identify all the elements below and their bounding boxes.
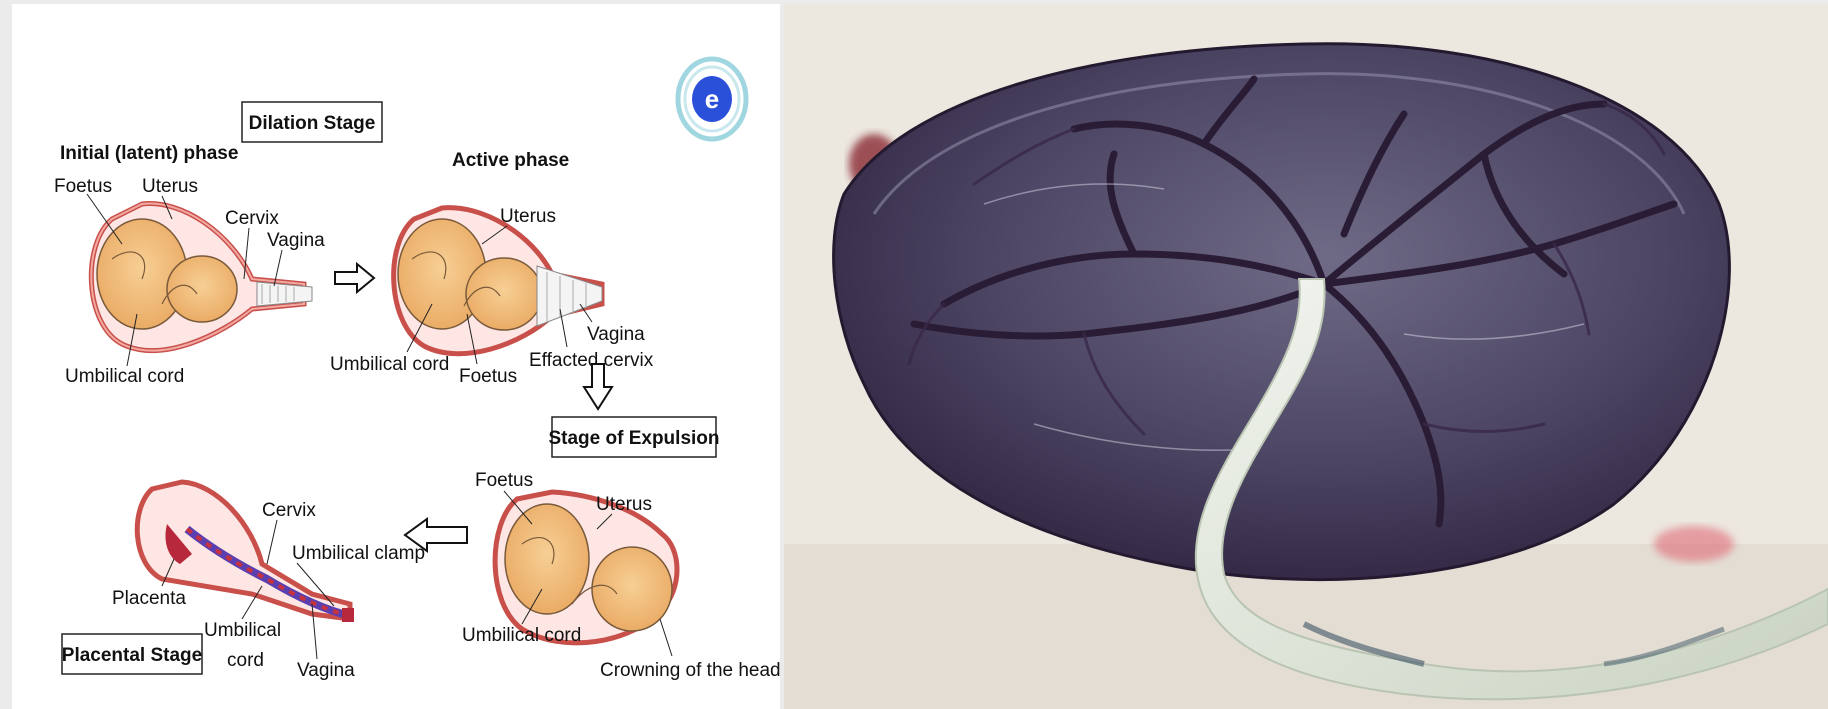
diagram-canvas: e Dilation Stage Initial (latent) phase …	[12, 4, 780, 709]
placental-stage-label: Placental Stage	[62, 645, 202, 666]
p4-cord-label: cord	[227, 650, 264, 671]
initial-phase-illustration	[91, 204, 312, 351]
p2-uterus-label: Uterus	[500, 206, 556, 227]
p3-uterus-label: Uterus	[596, 494, 652, 515]
placenta-photo	[784, 4, 1828, 709]
arrow-right-icon	[335, 264, 374, 292]
p3-crowning-label: Crowning of the head	[600, 660, 780, 681]
p1-cervix-label: Cervix	[225, 208, 279, 229]
p2-foetus-label: Foetus	[459, 366, 517, 387]
p4-vagina-label: Vagina	[297, 660, 355, 681]
p1-foetus-label: Foetus	[54, 176, 112, 197]
dilation-stage-label: Dilation Stage	[249, 113, 376, 134]
p2-umbilical-cord-label: Umbilical cord	[330, 354, 449, 375]
blood-stain	[1654, 526, 1734, 562]
initial-phase-label: Initial (latent) phase	[60, 143, 238, 164]
p4-umbilical-label: Umbilical	[204, 620, 281, 641]
p3-umbilical-cord-label: Umbilical cord	[462, 625, 581, 646]
p1-uterus-label: Uterus	[142, 176, 198, 197]
p1-vagina-label: Vagina	[267, 230, 325, 251]
p1-umbilical-cord-label: Umbilical cord	[65, 366, 184, 387]
labour-stages-diagram: e Dilation Stage Initial (latent) phase …	[12, 4, 780, 709]
logo-letter: e	[705, 84, 719, 114]
placenta-illustration	[784, 4, 1828, 709]
p4-umbilical-clamp-label: Umbilical clamp	[292, 543, 425, 564]
p2-vagina-label: Vagina	[587, 324, 645, 345]
active-phase-illustration	[394, 208, 602, 354]
p4-cervix-label: Cervix	[262, 500, 316, 521]
expulsion-stage-label: Stage of Expulsion	[548, 428, 719, 449]
e-logo-icon: e	[678, 59, 746, 139]
p4-placenta-label: Placenta	[112, 588, 186, 609]
p3-foetus-label: Foetus	[475, 470, 533, 491]
active-phase-label: Active phase	[452, 150, 569, 171]
